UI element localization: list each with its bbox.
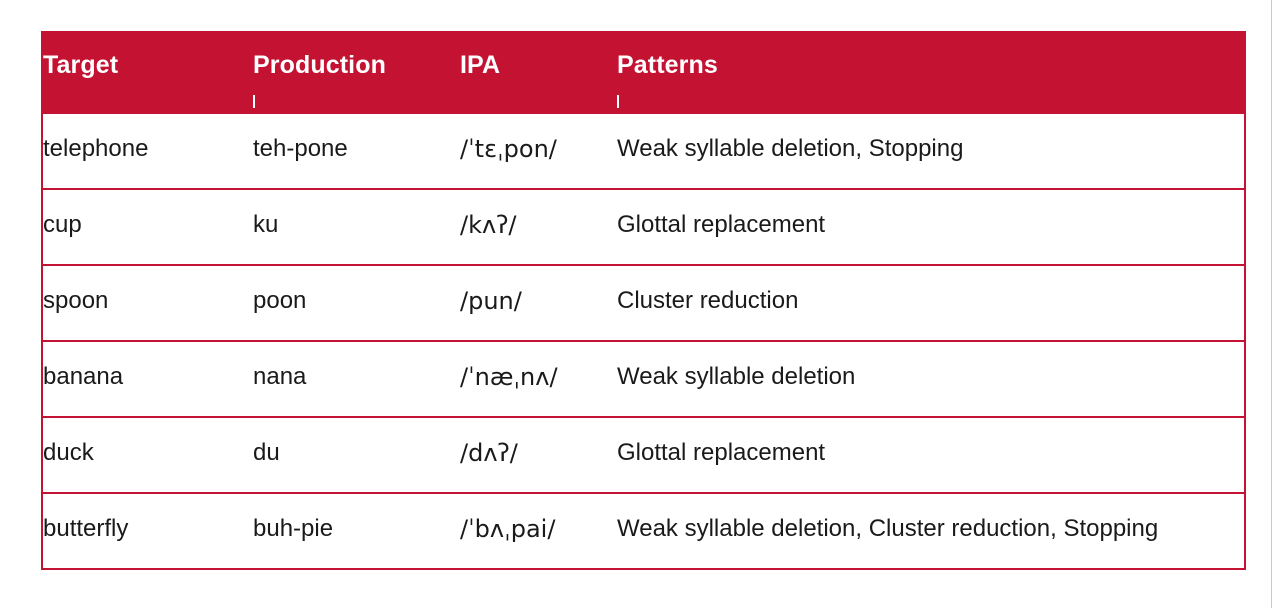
table-row: telephone teh-pone/ˈtɛˌpon/Weak syllable … <box>42 114 1245 189</box>
cell-target: telephone <box>43 135 149 162</box>
cell-target: banana <box>42 340 253 418</box>
cell-production: du <box>253 416 460 494</box>
cell-ipa: /ˈbʌˌpai/ <box>460 492 617 570</box>
cell-target: butterfly <box>42 492 253 570</box>
cell-production: poon <box>253 264 460 342</box>
cell-patterns: Weak syllable deletion <box>617 340 1245 418</box>
cell-patterns: Cluster reduction <box>617 264 1245 342</box>
cell-patterns: Weak syllable deletion, Cluster reductio… <box>617 492 1245 570</box>
cell-production: nana <box>253 340 460 418</box>
cell-target: spoon <box>42 264 253 342</box>
phonological-process-table: Target Production IPA Patterns telephone… <box>41 31 1246 571</box>
cell-ipa: /pun/ <box>460 264 617 342</box>
cell-ipa: /dʌʔ/ <box>460 416 617 494</box>
table-header: Target Production IPA Patterns <box>42 31 1245 114</box>
cell-target: duck <box>42 416 253 494</box>
cell-ipa: /ˈtɛˌpon/ <box>460 135 557 163</box>
table-body: telephone teh-pone/ˈtɛˌpon/Weak syllable … <box>42 114 1245 570</box>
cell-ipa: /kʌʔ/ <box>460 188 617 266</box>
cell-target: cup <box>42 188 253 266</box>
phonology-table-container: Target Production IPA Patterns telephone… <box>41 31 1246 571</box>
cell-production: ku <box>253 188 460 266</box>
column-header-ipa[interactable]: IPA <box>460 51 501 79</box>
cell-production: buh-pie <box>253 492 460 570</box>
column-header-production[interactable]: Production <box>253 31 460 114</box>
cell-ipa: /ˈnæˌnʌ/ <box>460 340 617 418</box>
cell-patterns: Glottal replacement <box>617 416 1245 494</box>
document-edge-rule <box>1271 0 1272 608</box>
cell-patterns: Weak syllable deletion, Stopping <box>617 135 964 162</box>
cell-patterns: Glottal replacement <box>617 188 1245 266</box>
cell-production: teh-pone <box>253 135 348 162</box>
column-header-target[interactable]: Target <box>43 51 119 79</box>
column-header-patterns[interactable]: Patterns <box>617 31 1245 114</box>
table-header-row: Target Production IPA Patterns <box>42 31 1245 114</box>
